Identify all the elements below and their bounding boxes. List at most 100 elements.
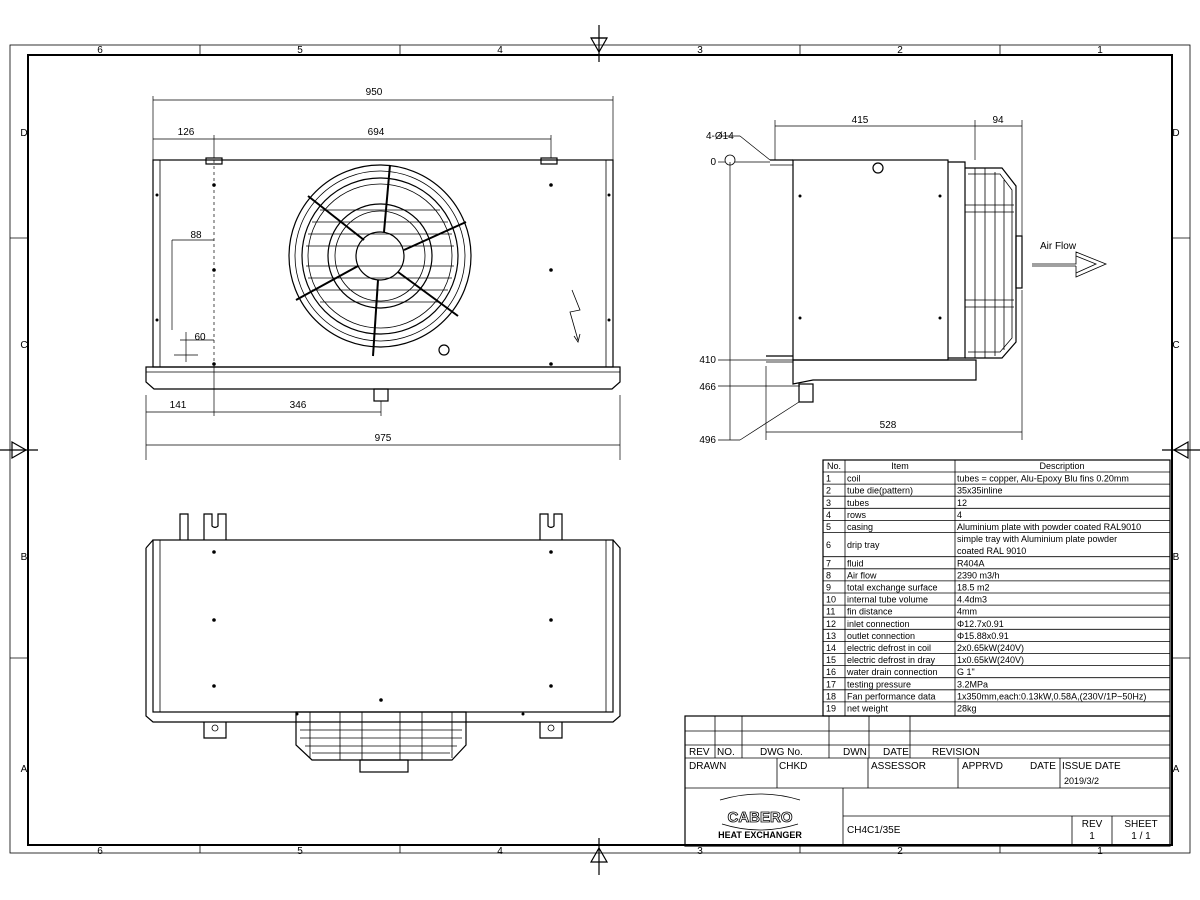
spec-row-desc: simple tray with Aluminium plate powder <box>957 534 1117 544</box>
dim-496: 496 <box>699 435 716 446</box>
spec-row-item: rows <box>847 510 867 520</box>
spec-row-desc: R404A <box>957 558 985 568</box>
zone-top-5: 5 <box>297 45 303 56</box>
spec-row-no: 1 <box>826 474 831 484</box>
spec-row-desc: 1x0.65kW(240V) <box>957 655 1024 665</box>
spec-row-no: 13 <box>826 631 836 641</box>
spec-row-no: 9 <box>826 582 831 592</box>
inner-frame <box>27 54 1173 846</box>
tb-drawn: DRAWN <box>689 761 726 772</box>
spec-row-item: Air flow <box>847 570 877 580</box>
spec-row-no: 3 <box>826 498 831 508</box>
tb-issue-date: ISSUE DATE <box>1062 761 1121 772</box>
spec-header-no: No. <box>827 461 841 471</box>
spec-row-item: outlet connection <box>847 631 915 641</box>
center-mark-left <box>0 440 38 460</box>
dim-126: 126 <box>178 127 195 138</box>
zone-top-1: 1 <box>1097 45 1103 56</box>
zone-bottom-2: 2 <box>897 846 903 857</box>
spec-row-item: drip tray <box>847 540 880 550</box>
spec-row-desc: 35x35inline <box>957 486 1003 496</box>
dim-141: 141 <box>170 400 187 411</box>
center-mark-top <box>589 25 609 62</box>
tb-dwn: DWN <box>843 747 867 758</box>
zone-left-a: A <box>21 764 28 775</box>
zone-bottom-6: 6 <box>97 846 103 857</box>
cabero-logo: CABERO HEAT EXCHANGER <box>718 793 802 840</box>
spec-row-desc: 3.2MPa <box>957 679 988 689</box>
zone-right-a: A <box>1173 764 1180 775</box>
top-view <box>145 513 621 773</box>
outer-frame <box>9 44 1191 854</box>
dim-94: 94 <box>992 115 1004 126</box>
spec-row-no: 11 <box>826 607 835 617</box>
zone-top-6: 6 <box>97 45 103 56</box>
side-view: Air Flow 4-Ø14 0 415 94 410 466 496 528 <box>699 115 1108 446</box>
tb-issue-date-value: 2019/3/2 <box>1064 776 1099 786</box>
spec-row-desc: Φ15.88x0.91 <box>957 631 1009 641</box>
zone-right-d: D <box>1172 128 1179 139</box>
logo-text: CABERO <box>727 809 792 826</box>
spec-row-desc: 12 <box>957 498 967 508</box>
spec-row-desc-line2: coated RAL 9010 <box>957 546 1026 556</box>
zone-top-3: 3 <box>697 45 703 56</box>
zone-bottom-4: 4 <box>497 846 503 857</box>
front-view: 950 126 694 88 60 141 346 975 <box>145 87 621 460</box>
tb-sheet-value: 1 / 1 <box>1131 831 1151 842</box>
spec-row-item: fin distance <box>847 607 893 617</box>
logo-subtext: HEAT EXCHANGER <box>718 830 802 840</box>
dim-60: 60 <box>194 332 206 343</box>
spec-row-no: 7 <box>826 558 831 568</box>
spec-row-item: tube die(pattern) <box>847 486 913 496</box>
zone-top-2: 2 <box>897 45 903 56</box>
spec-row-no: 4 <box>826 510 831 520</box>
dim-528: 528 <box>880 420 897 431</box>
spec-row-item: electric defrost in coil <box>847 643 931 653</box>
spec-row-no: 14 <box>826 643 836 653</box>
zone-right-b: B <box>1173 552 1180 563</box>
dim-hole: 4-Ø14 <box>706 131 734 142</box>
tb-rev-value: 1 <box>1089 831 1095 842</box>
spec-row-desc: G 1" <box>957 667 975 677</box>
tb-dwg-no: DWG No. <box>760 747 803 758</box>
spec-row-desc: 18.5 m2 <box>957 582 990 592</box>
spec-row-item: casing <box>847 522 873 532</box>
tb-rev: REV <box>689 747 710 758</box>
spec-row-item: water drain connection <box>846 667 938 677</box>
dim-415: 415 <box>852 115 869 126</box>
dim-346: 346 <box>290 400 307 411</box>
spec-row-no: 8 <box>826 570 831 580</box>
zone-left-d: D <box>20 128 27 139</box>
spec-header-desc: Description <box>1039 461 1084 471</box>
spec-row-no: 15 <box>826 655 836 665</box>
zone-right-c: C <box>1172 340 1179 351</box>
zone-top-4: 4 <box>497 45 503 56</box>
spec-row-desc: 4.4dm3 <box>957 595 987 605</box>
spec-row-item: tubes <box>847 498 870 508</box>
spec-row-desc: 4mm <box>957 607 977 617</box>
zone-bottom-3: 3 <box>697 846 703 857</box>
zone-bottom-5: 5 <box>297 846 303 857</box>
dim-694: 694 <box>368 127 385 138</box>
dim-950: 950 <box>366 87 383 98</box>
spec-row-desc: 2390 m3/h <box>957 570 1000 580</box>
spec-row-item: fluid <box>847 558 864 568</box>
spec-row-no: 5 <box>826 522 831 532</box>
tb-assessor: ASSESSOR <box>871 761 926 772</box>
spec-row-no: 16 <box>826 667 836 677</box>
tb-date2: DATE <box>1030 761 1056 772</box>
zone-left-c: C <box>20 340 27 351</box>
fan-guard <box>288 164 472 357</box>
dim-0: 0 <box>710 157 716 168</box>
dim-466: 466 <box>699 382 716 393</box>
spec-row-desc: 1x350mm,each:0.13kW,0.58A,(230V/1P~50Hz) <box>957 691 1146 701</box>
dim-975: 975 <box>375 433 392 444</box>
spec-row-item: coil <box>847 474 861 484</box>
zone-bottom-1: 1 <box>1097 846 1103 857</box>
spec-row-no: 6 <box>826 540 831 550</box>
tb-sheet-label: SHEET <box>1124 819 1157 830</box>
spec-row-no: 2 <box>826 486 831 496</box>
tb-drawing-number: CH4C1/35E <box>847 825 901 836</box>
